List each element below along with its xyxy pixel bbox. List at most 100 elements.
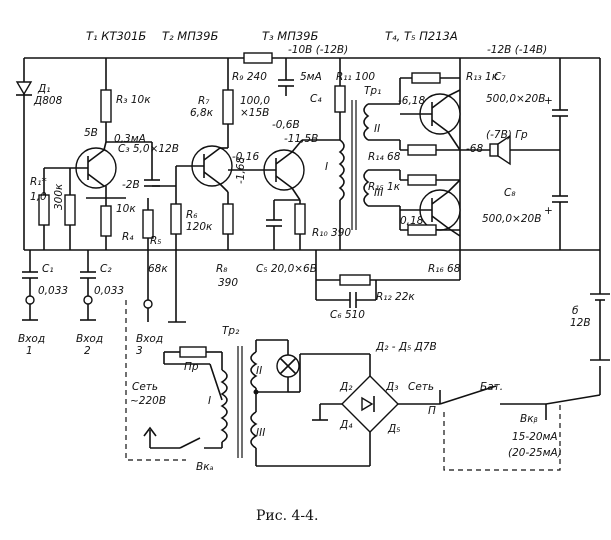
resistor-r15 xyxy=(400,174,460,186)
label-batt: б xyxy=(572,305,579,317)
label-c2: C₂ xyxy=(100,263,112,275)
label-in3-n: 3 xyxy=(136,345,143,357)
label-diodes: Д₂ - Д₅ Д7В xyxy=(375,341,437,353)
label-d3: Д₃ xyxy=(385,381,398,393)
output-wiring xyxy=(368,58,461,280)
label-tr1-w2: II xyxy=(374,123,380,135)
label-r8-val: 390 xyxy=(218,277,238,289)
power-switch[interactable] xyxy=(439,385,601,420)
label-r9: R₉ 240 xyxy=(232,71,267,83)
resistor-r8 xyxy=(219,183,234,250)
label-v-7b: (-7В) Гр xyxy=(486,129,528,141)
resistor-r1 xyxy=(38,167,70,250)
capacitor-c6 xyxy=(316,280,377,308)
label-r12: R₁₂ 22к xyxy=(376,291,415,303)
transistor-t3 xyxy=(228,139,340,191)
label-sw-p: П xyxy=(428,405,436,417)
label-in3: Вход xyxy=(136,333,163,345)
label-v-168: -1,68 xyxy=(235,157,247,184)
top-rail xyxy=(23,57,601,90)
label-r4: R₄ xyxy=(122,231,134,243)
label-v-68: -68 xyxy=(466,143,483,155)
label-tr2: Тр₂ xyxy=(222,325,240,337)
label-i-2025: (20-25мА) xyxy=(508,447,562,459)
label-tr1-w3: III xyxy=(374,187,383,199)
label-c1-val: 0,033 xyxy=(38,285,68,297)
speaker-gr[interactable] xyxy=(460,134,511,166)
label-c6: C₆ 510 xyxy=(330,309,365,321)
input-jack-3[interactable] xyxy=(143,299,153,322)
capacitor-c5 xyxy=(266,199,300,250)
label-v-115: -11,5В xyxy=(284,133,318,145)
label-tr1-w1: I xyxy=(325,161,328,173)
label-t2: T₂ МП39Б xyxy=(162,29,218,43)
label-in1: Вход xyxy=(18,333,45,345)
label-v-neg2: -2В xyxy=(122,179,140,191)
resistor-r2 xyxy=(64,168,76,250)
capacitor-c7 xyxy=(510,58,568,151)
resistor-r12 xyxy=(315,250,460,300)
resistor-r3 xyxy=(100,58,112,142)
transistor-t4 xyxy=(400,89,461,151)
label-r6: R₆ xyxy=(186,209,198,221)
label-c7: C₇ xyxy=(494,71,506,83)
label-r16: R₁₆ 68 xyxy=(428,263,461,275)
resistor-r4 xyxy=(86,186,126,250)
label-v-neg06: -0,6В xyxy=(272,119,300,131)
input-jack-2[interactable] xyxy=(80,295,96,321)
label-batt-v: 12В xyxy=(570,317,591,329)
label-r15: R₁₅ 1к xyxy=(368,181,401,193)
mains-dashed-box xyxy=(125,300,186,461)
fuse-pr[interactable] xyxy=(164,346,222,358)
label-5v: 5В xyxy=(84,127,98,139)
switch-dashed-link xyxy=(443,404,561,471)
resistor-r14 xyxy=(400,144,460,156)
label-d1: Д₁ xyxy=(37,83,50,95)
label-c7-val: 500,0×20В xyxy=(486,93,545,105)
label-c7-plus: + xyxy=(544,95,553,107)
capacitor-c4 xyxy=(278,58,294,96)
label-sw-batt: Бат. xyxy=(480,381,503,393)
label-fuse: Пр xyxy=(184,361,199,373)
mains-input[interactable] xyxy=(143,352,223,449)
zener-d1 xyxy=(15,68,33,250)
label-c4: C₄ xyxy=(310,93,322,105)
label-c4-val: 100,0 xyxy=(240,95,270,107)
label-r11: R₁₁ 100 xyxy=(336,71,375,83)
label-vk-b: Вкᵦ xyxy=(520,413,538,425)
label-in2-n: 2 xyxy=(84,345,91,357)
label-r13: R₁₃ 1к xyxy=(466,71,499,83)
label-v-618: -6,18 xyxy=(398,95,425,107)
transformer-tr1 xyxy=(338,100,370,250)
resistor-r10 xyxy=(291,187,306,250)
label-r10: R₁₀ 390 xyxy=(312,227,351,239)
label-tr2-w2: II xyxy=(256,365,262,377)
input-jack-1[interactable] xyxy=(22,295,38,321)
label-c5: C₅ 20,0×6В xyxy=(256,263,317,275)
bridge-rectifier xyxy=(255,353,440,467)
label-vk-a: Вкₐ xyxy=(196,461,214,473)
resistor-r6 xyxy=(168,186,186,323)
label-r2-val: 300к xyxy=(53,183,65,210)
label-c4-v: ×15В xyxy=(240,107,269,119)
resistor-r9 xyxy=(243,52,273,64)
capacitor-c8 xyxy=(552,150,568,250)
label-tr2-w3: III xyxy=(256,427,265,439)
label-d1-type: Д808 xyxy=(33,95,63,107)
label-mains-v: ~220В xyxy=(130,395,166,407)
label-t3: T₃ МП39Б xyxy=(262,29,318,43)
label-r8: R₈ xyxy=(216,263,228,275)
capacitor-c3 xyxy=(106,141,176,187)
label-r14: R₁₄ 68 xyxy=(368,151,401,163)
label-r5: R₅ xyxy=(150,235,162,247)
label-d4: Д₄ xyxy=(339,419,353,431)
label-sw-mains: Сеть xyxy=(408,381,434,393)
label-r5-val: 68к xyxy=(148,263,168,275)
label-r7-val: 6,8к xyxy=(190,107,214,119)
label-i-1520: 15-20мА xyxy=(512,431,558,443)
label-mains: Сеть xyxy=(132,381,158,393)
label-c8-val: 500,0×20В xyxy=(482,213,541,225)
label-r1: R₁* xyxy=(30,176,47,188)
resistor-r13 xyxy=(411,72,441,84)
